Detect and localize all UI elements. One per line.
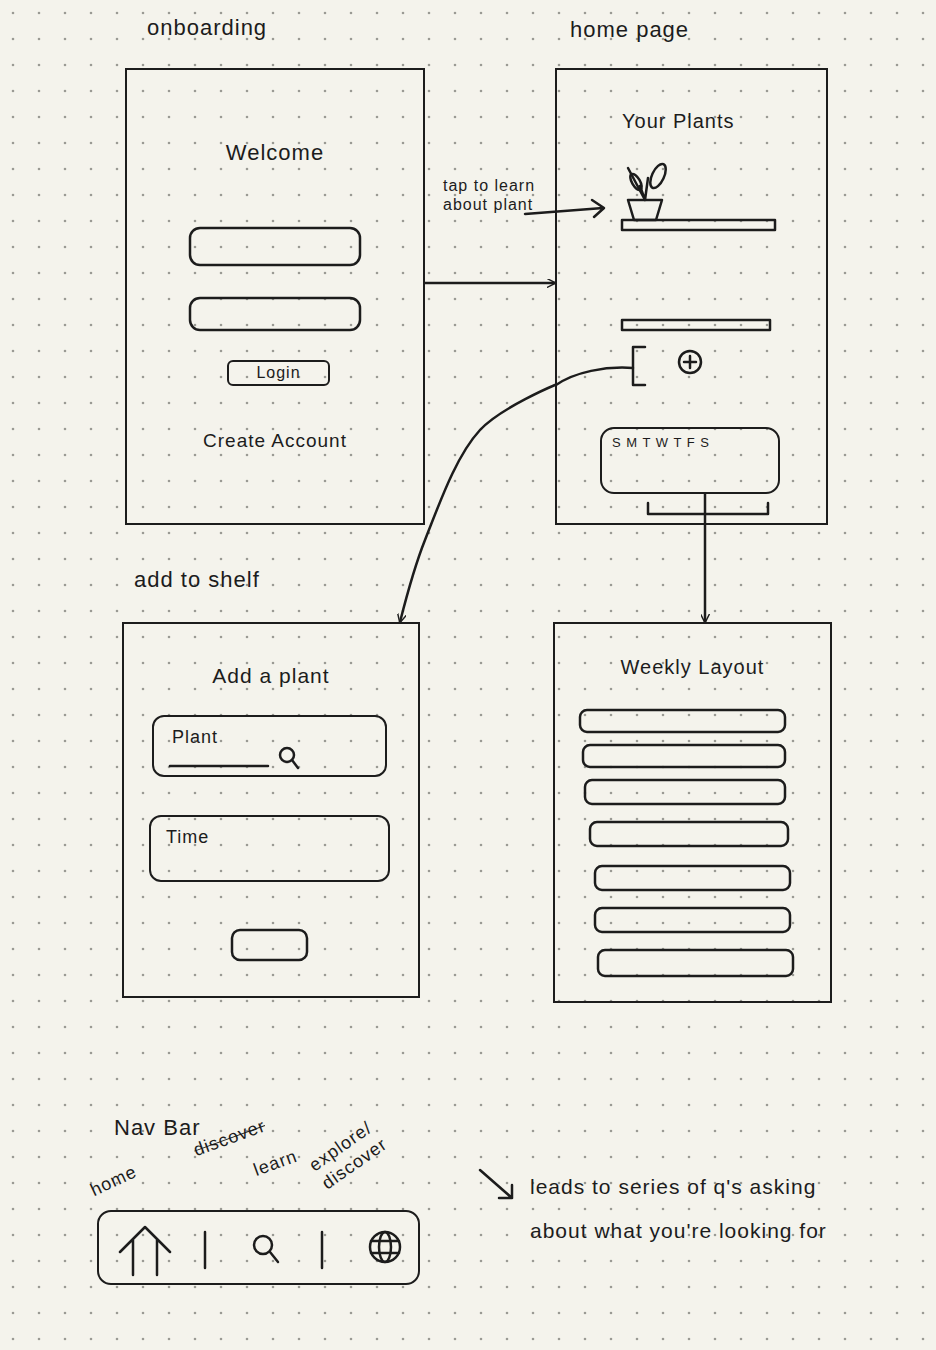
input-field: Time bbox=[149, 815, 390, 882]
input-field bbox=[190, 298, 360, 330]
submit-button bbox=[232, 930, 307, 960]
home-icon bbox=[120, 1227, 170, 1275]
globe-icon bbox=[379, 1232, 391, 1262]
frame-heading: onboarding bbox=[147, 15, 267, 41]
node-text: Login bbox=[229, 364, 328, 382]
node-text: Weekly Layout bbox=[555, 656, 830, 679]
flow-arrow bbox=[704, 494, 707, 622]
globe-icon bbox=[370, 1232, 400, 1262]
week-box: S M T W T F S bbox=[600, 427, 780, 494]
annotation: tap to learn about plant bbox=[443, 176, 548, 214]
node-text: Create Account bbox=[127, 430, 423, 452]
node-text: Add a plant bbox=[124, 664, 418, 688]
frame-heading: add to shelf bbox=[134, 567, 260, 593]
phone-frame: PlantTimeadd to shelfAdd a plant bbox=[122, 622, 420, 998]
node-text: Welcome bbox=[127, 140, 423, 166]
search-icon bbox=[270, 1252, 278, 1262]
phone-frame: LoginonboardingWelcomeCreate Account bbox=[125, 68, 425, 525]
input-field bbox=[190, 228, 360, 265]
search-icon bbox=[292, 760, 298, 768]
plant-leaf bbox=[647, 162, 669, 191]
nav-label: learn bbox=[251, 1146, 300, 1181]
nav-label: explore/ discover bbox=[305, 1103, 408, 1194]
plant-leaf bbox=[628, 172, 644, 192]
day-bar bbox=[580, 710, 785, 732]
plus-sign bbox=[684, 356, 696, 368]
day-bar bbox=[590, 822, 788, 846]
plant-stems bbox=[628, 168, 648, 200]
nav-divider bbox=[205, 1232, 322, 1268]
nav-bar: Nav Bar bbox=[97, 1210, 420, 1285]
pointer-arrow bbox=[525, 200, 604, 217]
annotation: leads to series of q's asking about what… bbox=[530, 1165, 880, 1253]
day-bar bbox=[583, 745, 785, 767]
day-bar bbox=[598, 950, 793, 976]
frame-heading: home page bbox=[570, 17, 689, 43]
shelf bbox=[622, 320, 770, 330]
day-bar bbox=[595, 866, 790, 890]
bracket bbox=[633, 347, 645, 385]
plant-pot bbox=[628, 200, 662, 220]
node-text: Plant bbox=[172, 727, 218, 748]
pointer-arrow bbox=[480, 1170, 512, 1198]
node-text: Time bbox=[166, 827, 209, 848]
login-button: Login bbox=[227, 360, 330, 386]
shelf bbox=[622, 220, 775, 230]
day-bar bbox=[595, 908, 790, 932]
leader-line bbox=[556, 368, 633, 385]
globe-icon bbox=[371, 1241, 399, 1253]
day-bar bbox=[585, 780, 785, 804]
nav-label: discover bbox=[191, 1116, 269, 1161]
bracket bbox=[648, 503, 768, 514]
node-text: Your Plants bbox=[622, 110, 735, 133]
add-button bbox=[679, 351, 701, 373]
phone-frame: Weekly Layout bbox=[553, 622, 832, 1003]
input-field: Plant bbox=[152, 715, 387, 777]
underline bbox=[170, 765, 268, 768]
flow-arrow bbox=[425, 282, 555, 285]
frame-heading: Nav Bar bbox=[114, 1115, 200, 1141]
node-text: S M T W T F S bbox=[612, 435, 710, 450]
nav-label: home bbox=[87, 1161, 140, 1201]
phone-frame: S M T W T F Shome pageYour Plants bbox=[555, 68, 828, 525]
